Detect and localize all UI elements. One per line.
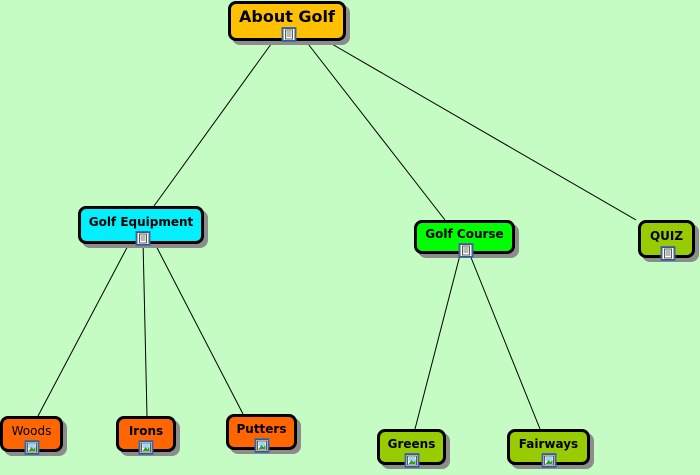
- node-fairways[interactable]: Fairways: [507, 429, 590, 467]
- node-putters[interactable]: Putters: [226, 414, 297, 452]
- node-woods-label: Woods: [11, 423, 52, 438]
- edge-course-fairways: [469, 254, 541, 430]
- node-golf-course-label: Golf Course: [425, 226, 504, 241]
- node-woods[interactable]: Woods: [0, 416, 63, 454]
- image-icon[interactable]: [255, 439, 269, 452]
- node-greens[interactable]: Greens: [377, 429, 446, 467]
- node-golf-course[interactable]: Golf Course: [414, 220, 515, 257]
- document-icon[interactable]: [459, 244, 473, 257]
- edge-root-course: [304, 39, 446, 221]
- image-icon[interactable]: [139, 441, 153, 454]
- document-icon[interactable]: [136, 232, 150, 245]
- edge-root-equipment: [153, 39, 275, 207]
- node-fairways-label: Fairways: [518, 436, 579, 451]
- node-quiz-label: QUIZ: [649, 228, 684, 243]
- document-icon[interactable]: [661, 247, 675, 260]
- node-about-golf-label: About Golf: [238, 6, 335, 26]
- node-irons[interactable]: Irons: [116, 416, 176, 454]
- node-greens-label: Greens: [387, 436, 436, 451]
- edge-equipment-woods: [37, 239, 132, 417]
- image-icon[interactable]: [542, 454, 556, 467]
- image-icon[interactable]: [405, 454, 419, 467]
- document-icon[interactable]: [282, 28, 296, 41]
- edge-course-greens: [414, 254, 461, 430]
- node-irons-label: Irons: [128, 423, 164, 438]
- edge-equipment-irons: [142, 239, 148, 417]
- edge-root-quiz: [324, 39, 637, 221]
- node-about-golf[interactable]: About Golf: [228, 1, 346, 41]
- node-golf-equipment[interactable]: Golf Equipment: [78, 206, 204, 245]
- image-icon[interactable]: [25, 441, 39, 454]
- edge-equipment-putters: [152, 239, 244, 415]
- node-quiz[interactable]: QUIZ: [638, 220, 695, 260]
- node-golf-equipment-label: Golf Equipment: [88, 214, 194, 229]
- node-putters-label: Putters: [236, 421, 287, 436]
